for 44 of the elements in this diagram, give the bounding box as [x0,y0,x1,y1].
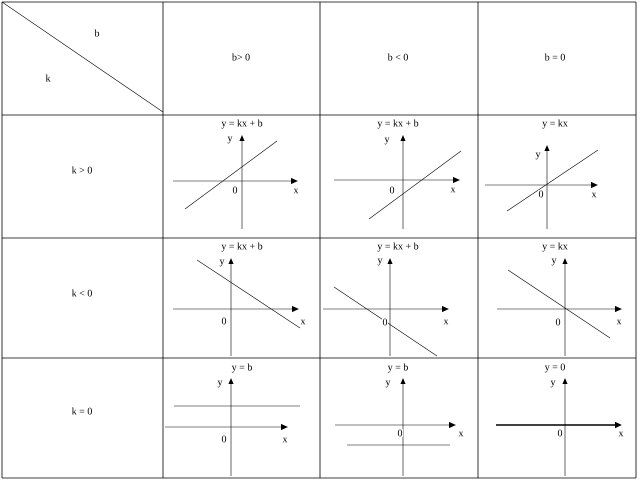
axis-label: y [536,152,540,160]
axis-label: x [592,192,596,198]
header-label: k [46,74,50,82]
graph-title: y = kx + b [378,242,418,252]
graph-title: y = b [232,363,252,373]
header-label: b [94,29,100,37]
origin-label: 0 [389,186,395,194]
axis-label: x [458,432,464,436]
axis-label: x [294,188,298,194]
column-header: b = 0 [544,53,565,61]
row-header: k = 0 [72,407,92,415]
axis-label: y [552,258,556,266]
origin-label: 0 [382,318,388,326]
origin-label: 0 [232,186,238,194]
axis-label: x [300,320,306,324]
graph-title: y = kx [542,119,568,129]
origin-label: 0 [538,190,544,198]
row-header: k > 0 [72,166,92,174]
axis-label: y [384,138,390,144]
row-header: k < 0 [72,289,92,297]
origin-label: 0 [557,429,563,437]
column-header: b < 0 [388,53,408,61]
graph-title: y = b [388,363,408,373]
axis-label: x [444,320,448,324]
origin-label: 0 [221,435,227,443]
graph-title: y = kx [542,242,568,252]
origin-label: 0 [555,318,561,326]
column-header: b> 0 [232,53,250,61]
axis-label: x [450,188,456,192]
axis-label: x [282,438,288,442]
graph-title: y = 0 [544,364,565,372]
axis-label: x [616,320,622,324]
origin-label: 0 [397,429,403,437]
axis-label: y [550,380,556,388]
graph-title: y = kx + b [378,119,418,129]
axis-label: y [220,260,224,266]
axis-label: y [378,258,382,266]
axis-label: y [386,380,390,388]
origin-label: 0 [221,317,227,325]
axis-label: y [218,380,222,388]
axis-label: x [618,432,624,436]
graph-title: y = kx + b [222,242,262,252]
axis-label: y [228,136,232,144]
graph-title: y = kx + b [222,119,262,129]
